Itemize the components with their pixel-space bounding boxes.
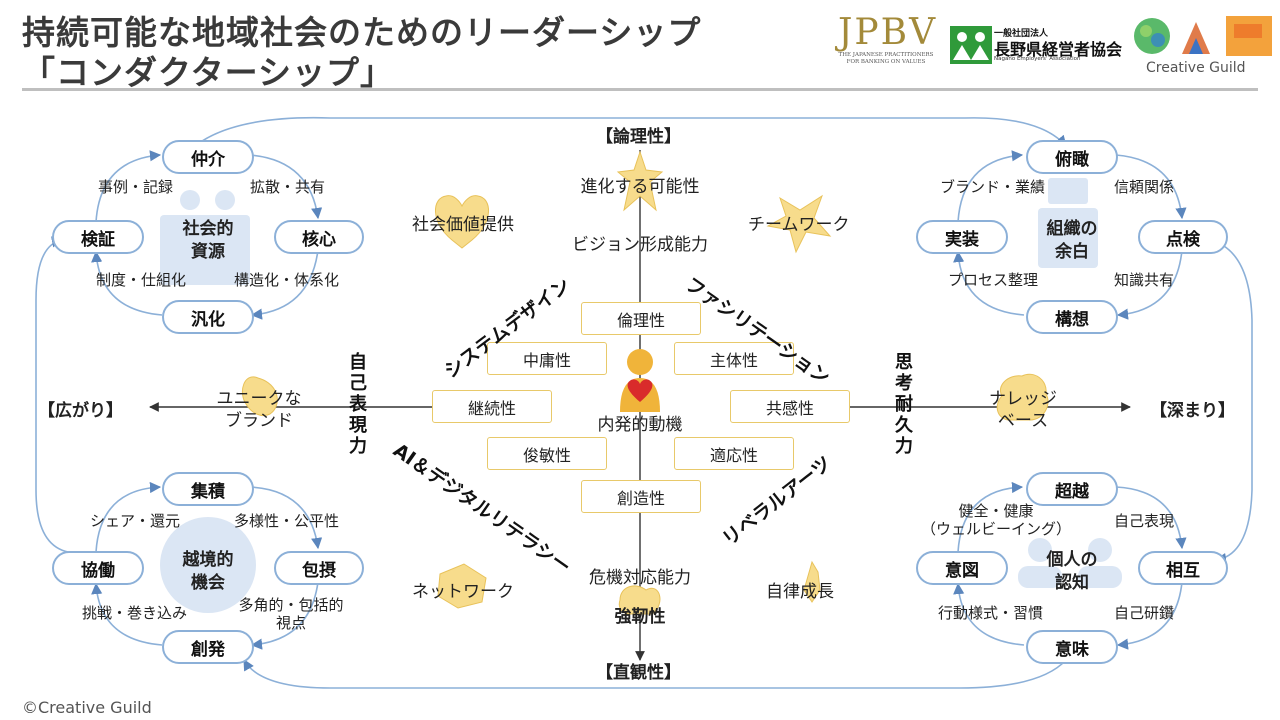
cycle-bl-center-2: 機会 [170, 568, 246, 593]
edge-wellbeing: （ウェルビーイング） [916, 518, 1076, 539]
box-agility: 俊敏性 [487, 437, 607, 470]
node-mediation: 仲介 [162, 140, 254, 174]
cycle-tl-center-1: 社会的 [170, 214, 246, 239]
label-base: ベース [968, 406, 1078, 431]
label-crisis-response: 危機対応能力 [560, 563, 720, 588]
edge-self-improvement: 自己研鑽 [1114, 602, 1174, 623]
label-thinking-endurance: 思考耐久力 [894, 352, 914, 457]
node-mutual: 相互 [1138, 551, 1228, 585]
edge-brand-performance: ブランド・業績 [940, 176, 1045, 197]
cycle-bl-center-1: 越境的 [170, 545, 246, 570]
edge-behavior-habits: 行動様式・習慣 [938, 602, 1043, 623]
cycle-tl-center-2: 資源 [170, 237, 246, 262]
edge-self-expression: 自己表現 [1114, 510, 1174, 531]
edge-structure-systematize: 構造化・体系化 [234, 269, 339, 290]
label-network: ネットワーク [412, 577, 514, 602]
copyright: ©Creative Guild [22, 698, 152, 717]
edge-share-return: シェア・還元 [90, 510, 180, 531]
box-moderation: 中庸性 [487, 342, 607, 375]
box-continuity: 継続性 [432, 390, 552, 423]
label-self-expression: 自己表現力 [348, 352, 368, 457]
node-core: 核心 [274, 220, 364, 254]
node-meaning: 意味 [1026, 630, 1118, 664]
node-intention: 意図 [916, 551, 1008, 585]
node-collaboration: 協働 [52, 551, 144, 585]
edge-institutionalize: 制度・仕組化 [96, 269, 186, 290]
cycle-tr-center-2: 余白 [1032, 237, 1112, 262]
node-accumulation: 集積 [162, 472, 254, 506]
edge-challenge-involve: 挑戦・巻き込み [82, 602, 187, 623]
edge-case-record: 事例・記録 [98, 176, 173, 197]
label-resilience: 強靭性 [580, 602, 700, 627]
edge-process-organize: プロセス整理 [948, 269, 1038, 290]
node-implementation: 実装 [916, 220, 1008, 254]
node-verification: 検証 [52, 220, 144, 254]
person-heart-icon [620, 349, 660, 412]
cycle-br-center-2: 認知 [1032, 568, 1112, 593]
edge-diversity-equity: 多様性・公平性 [234, 510, 339, 531]
edge-knowledge-share: 知識共有 [1114, 269, 1174, 290]
label-social-value: 社会価値提供 [412, 210, 514, 235]
box-empathy: 共感性 [730, 390, 850, 423]
node-conception: 構想 [1026, 300, 1118, 334]
axis-left-label: 【広がり】 [38, 396, 123, 421]
box-ethics: 倫理性 [581, 302, 701, 335]
label-brand: ブランド [204, 406, 314, 431]
edge-trust: 信頼関係 [1114, 176, 1174, 197]
cycle-br-center-1: 個人の [1032, 545, 1112, 570]
cycle-tr-center-1: 組織の [1032, 214, 1112, 239]
node-overview: 俯瞰 [1026, 140, 1118, 174]
axis-right-label: 【深まり】 [1150, 396, 1235, 421]
node-emergence: 創発 [162, 630, 254, 664]
label-intrinsic-motivation: 内発的動機 [585, 410, 695, 435]
edge-spread-share: 拡散・共有 [250, 176, 325, 197]
label-evolution-possibility: 進化する可能性 [560, 172, 720, 197]
node-generalization: 汎化 [162, 300, 254, 334]
label-autonomous-growth: 自律成長 [766, 577, 834, 602]
box-adaptability: 適応性 [674, 437, 794, 470]
label-vision-forming: ビジョン形成能力 [552, 230, 728, 255]
axis-top-label: 【論理性】 [596, 122, 681, 147]
node-inspection: 点検 [1138, 220, 1228, 254]
node-inclusion: 包摂 [274, 551, 364, 585]
box-creativity: 創造性 [581, 480, 701, 513]
label-teamwork: チームワーク [748, 210, 850, 235]
edge-perspective: 視点 [226, 612, 356, 633]
axis-bottom-label: 【直観性】 [596, 658, 681, 683]
